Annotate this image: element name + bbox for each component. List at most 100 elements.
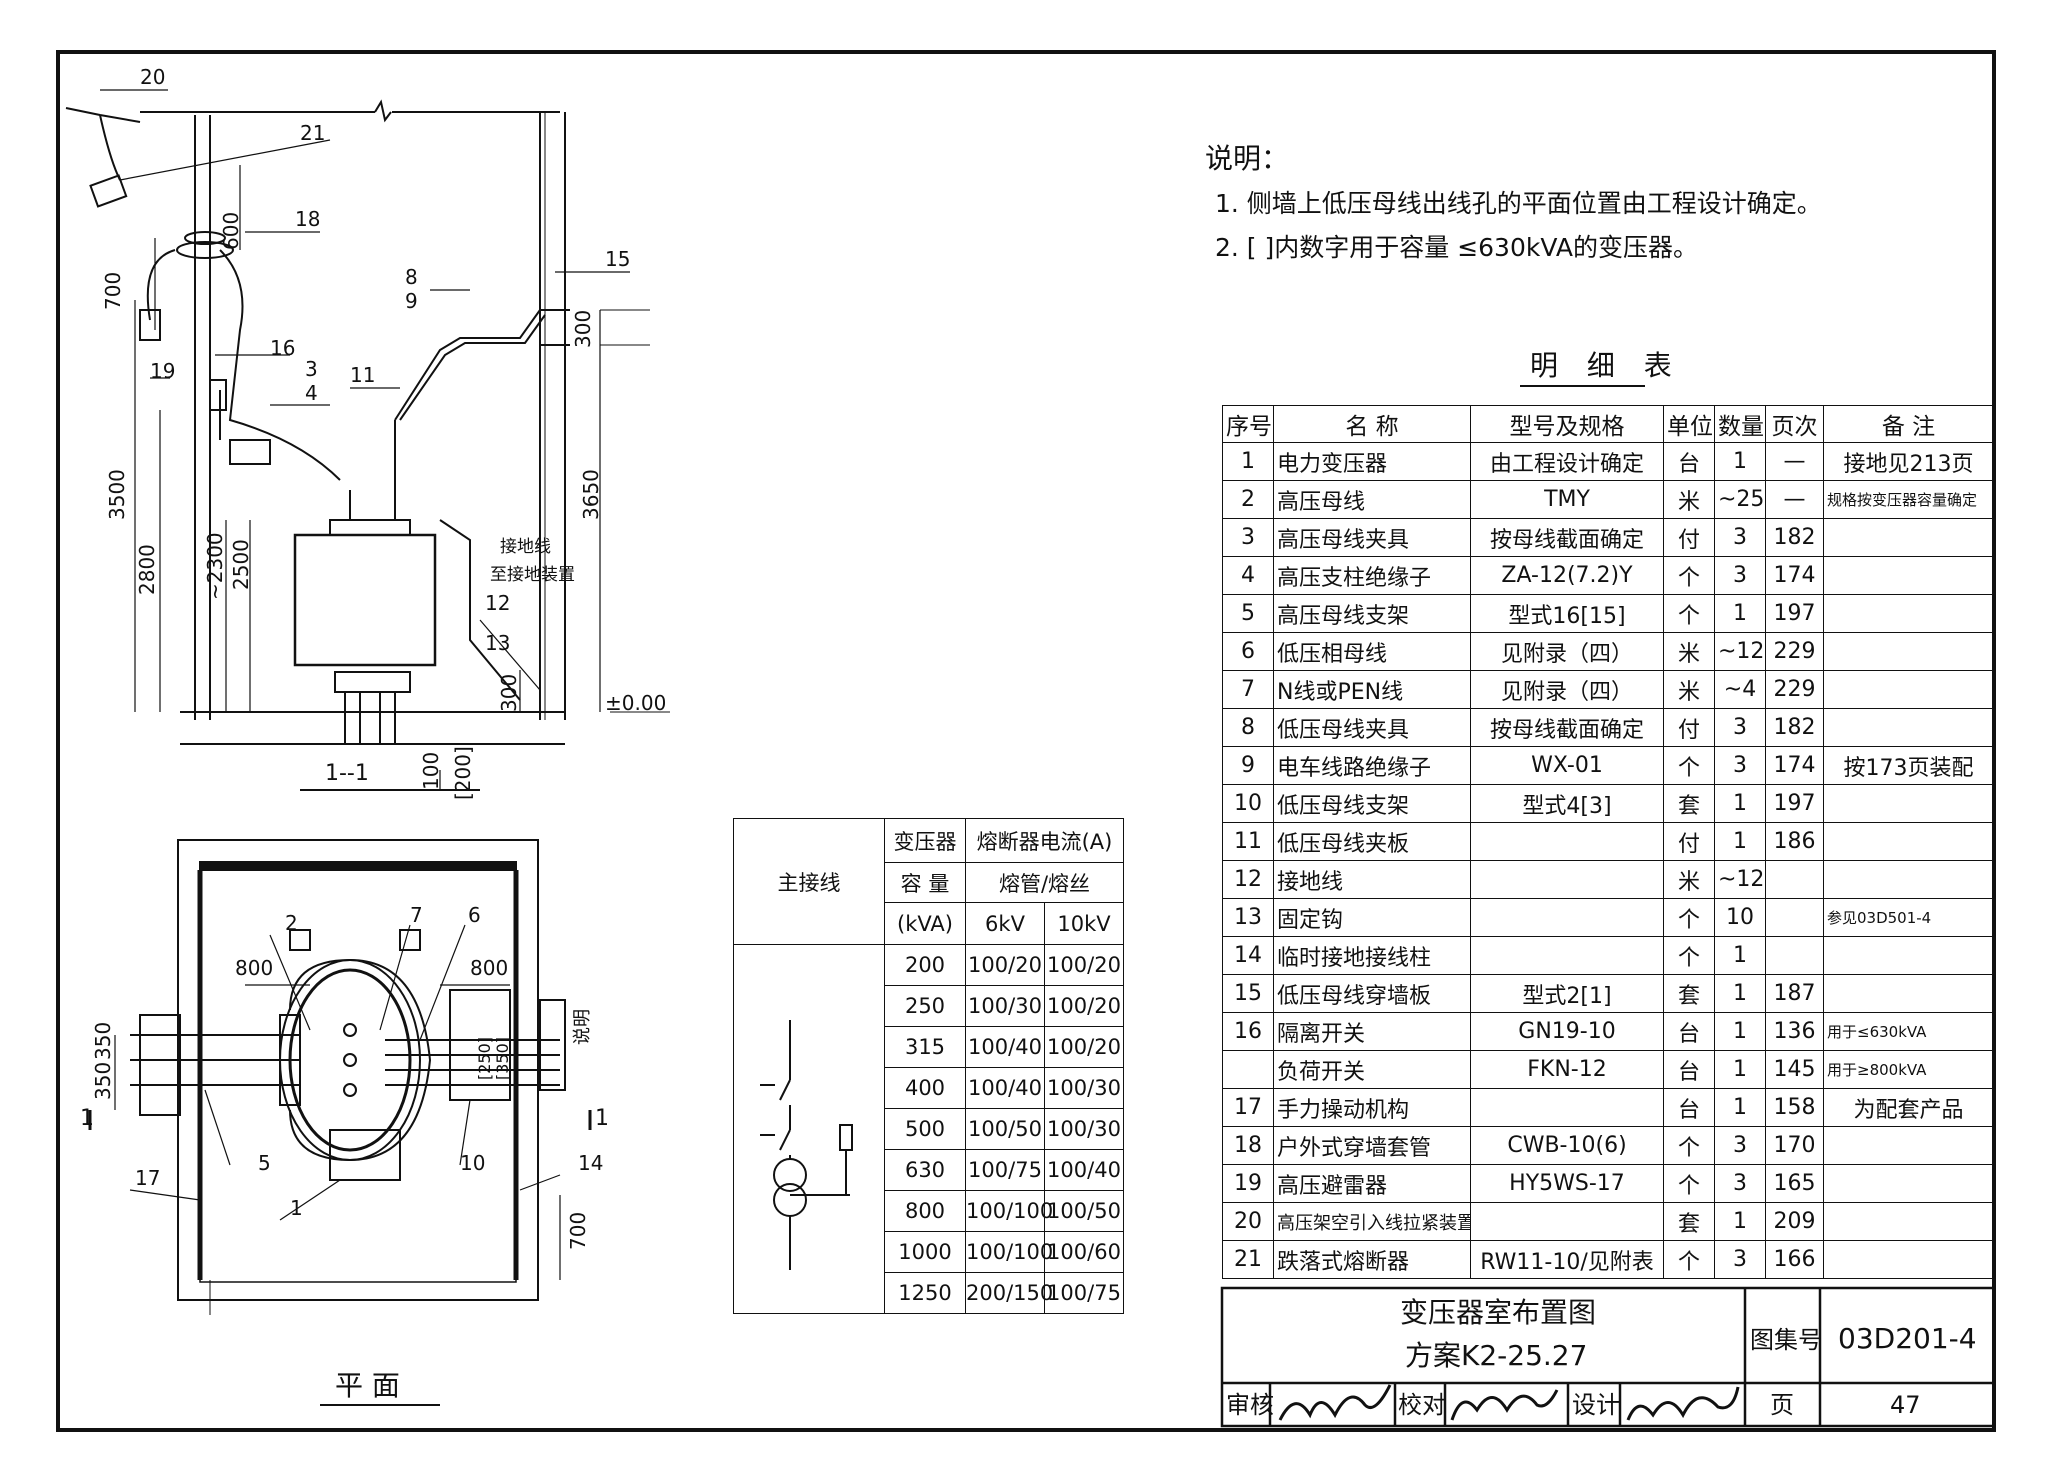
cell-model bbox=[1470, 1088, 1664, 1127]
note-1: 1. 侧墙上低压母线出线孔的平面位置由工程设计确定。 bbox=[1215, 189, 1822, 218]
cell-page: — bbox=[1765, 442, 1824, 481]
signature-review bbox=[1278, 1384, 1392, 1421]
plan-dim-800-right: 800 bbox=[470, 956, 508, 980]
cell-page: 187 bbox=[1765, 974, 1824, 1013]
dim-3500: 3500 bbox=[105, 469, 129, 520]
plan-callout-14: 14 bbox=[578, 1151, 603, 1175]
cell-model: WX-01 bbox=[1470, 746, 1664, 785]
ground-device-label: 至接地装置 bbox=[490, 565, 575, 585]
cell-remark bbox=[1823, 670, 1994, 709]
cell-remark bbox=[1823, 594, 1994, 633]
plan-callout-10: 10 bbox=[460, 1151, 485, 1175]
cell-model bbox=[1470, 1202, 1664, 1241]
fuse-table: 主接线 变压器 熔断器电流(A) 容 量 熔管/熔丝 (kVA) 6kV 10k… bbox=[733, 818, 1124, 1314]
design-label: 设计 bbox=[1572, 1391, 1620, 1419]
section-mark-left: 1 bbox=[80, 1106, 94, 1131]
plan-callout-1: 1 bbox=[290, 1196, 303, 1220]
check-label: 校对 bbox=[1398, 1391, 1446, 1419]
callout-12: 12 bbox=[485, 591, 510, 615]
cell-index: 2 bbox=[1222, 480, 1274, 519]
fuse-6kv: 100/100 bbox=[965, 1190, 1053, 1232]
cell-model bbox=[1470, 822, 1664, 861]
cell-name: 接地线 bbox=[1273, 860, 1471, 899]
cell-model: TMY bbox=[1470, 480, 1664, 519]
cell-unit: 米 bbox=[1663, 632, 1715, 671]
cell-remark bbox=[1823, 1240, 1994, 1279]
cell-name: 隔离开关 bbox=[1273, 1012, 1471, 1051]
cell-index: 9 bbox=[1222, 746, 1274, 785]
cell-index: 11 bbox=[1222, 822, 1274, 861]
dim-3650: 3650 bbox=[579, 469, 603, 520]
section-label: 1--1 bbox=[325, 761, 369, 786]
cell-model: 型式16[15] bbox=[1470, 594, 1664, 633]
cell-remark bbox=[1823, 974, 1994, 1013]
fuse-6kv: 100/30 bbox=[965, 985, 1045, 1027]
cell-page bbox=[1765, 898, 1824, 937]
cell-remark: 用于≥800kVA bbox=[1823, 1050, 1994, 1089]
cell-name: 高压架空引入线拉紧装置 bbox=[1273, 1202, 1471, 1241]
cell-remark bbox=[1823, 708, 1994, 747]
cell-remark bbox=[1823, 1202, 1994, 1241]
cell-name: N线或PEN线 bbox=[1273, 670, 1471, 709]
cell-page: 182 bbox=[1765, 518, 1824, 557]
detail-table-title: 明 细 表 bbox=[1530, 349, 1682, 382]
cell-unit: 付 bbox=[1663, 518, 1715, 557]
cell-remark: 规格按变压器容量确定 bbox=[1823, 480, 1994, 519]
header-page: 页次 bbox=[1765, 405, 1824, 443]
plan-callout-2: 2 bbox=[285, 911, 298, 935]
cell-unit: 米 bbox=[1663, 480, 1715, 519]
cell-model: 按母线截面确定 bbox=[1470, 518, 1664, 557]
cell-unit: 个 bbox=[1663, 746, 1715, 785]
cell-remark bbox=[1823, 556, 1994, 595]
cell-page: 186 bbox=[1765, 822, 1824, 861]
cell-model: RW11-10/见附表 bbox=[1470, 1240, 1664, 1279]
cell-index: 17 bbox=[1222, 1088, 1274, 1127]
cell-page: 165 bbox=[1765, 1164, 1824, 1203]
fuse-capacity: 1250 bbox=[884, 1272, 966, 1314]
fuse-tube-wire-header: 熔管/熔丝 bbox=[965, 862, 1124, 903]
cell-qty: 3 bbox=[1714, 1126, 1766, 1165]
cell-remark bbox=[1823, 518, 1994, 557]
fuse-10kv: 100/20 bbox=[1044, 985, 1124, 1027]
cell-qty: 1 bbox=[1714, 1012, 1766, 1051]
callout-9: 9 bbox=[405, 289, 418, 313]
cell-remark: 按173页装配 bbox=[1823, 746, 1994, 785]
cell-name: 高压母线 bbox=[1273, 480, 1471, 519]
fuse-kva-unit: (kVA) bbox=[884, 902, 966, 945]
cell-qty: ~4 bbox=[1714, 670, 1766, 709]
fuse-capacity: 500 bbox=[884, 1108, 966, 1150]
fuse-10kv: 100/30 bbox=[1044, 1108, 1124, 1150]
cell-page: 166 bbox=[1765, 1240, 1824, 1279]
dim-2800: 2800 bbox=[135, 544, 159, 595]
plan-side-note: 说明 bbox=[572, 1009, 593, 1045]
plan-callout-5: 5 bbox=[258, 1151, 271, 1175]
fuse-6kv: 100/20 bbox=[965, 944, 1045, 986]
fuse-10kv: 100/40 bbox=[1044, 1149, 1124, 1191]
signature-check bbox=[1450, 1389, 1559, 1421]
cell-page: 174 bbox=[1765, 746, 1824, 785]
cell-page: 170 bbox=[1765, 1126, 1824, 1165]
cell-qty: 1 bbox=[1714, 822, 1766, 861]
cell-qty: 1 bbox=[1714, 1202, 1766, 1241]
ground-wire-label: 接地线 bbox=[500, 537, 551, 557]
cell-index: 7 bbox=[1222, 670, 1274, 709]
cell-unit: 个 bbox=[1663, 1164, 1715, 1203]
cell-remark bbox=[1823, 936, 1994, 975]
cell-qty: 1 bbox=[1714, 784, 1766, 823]
callout-20: 20 bbox=[140, 65, 165, 89]
dim-300-floor: 300 bbox=[497, 674, 521, 712]
cell-unit: 米 bbox=[1663, 860, 1715, 899]
cell-qty: 3 bbox=[1714, 1240, 1766, 1279]
plan-dim-700: 700 bbox=[566, 1212, 590, 1250]
